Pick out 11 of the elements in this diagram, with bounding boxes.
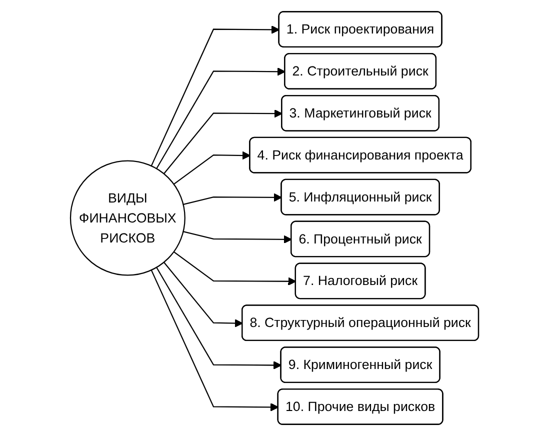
arrow [150,270,279,412]
arrow [173,251,296,286]
arrow [156,267,282,370]
arrow [150,26,280,166]
arrow [163,262,243,328]
arrow [163,109,282,174]
arrow [173,151,251,185]
arrow [183,231,292,244]
arrow [183,193,282,205]
node-circle: ВИДЫ ФИНАНСОВЫХ РИСКОВ [70,160,186,276]
arrow [156,67,286,169]
